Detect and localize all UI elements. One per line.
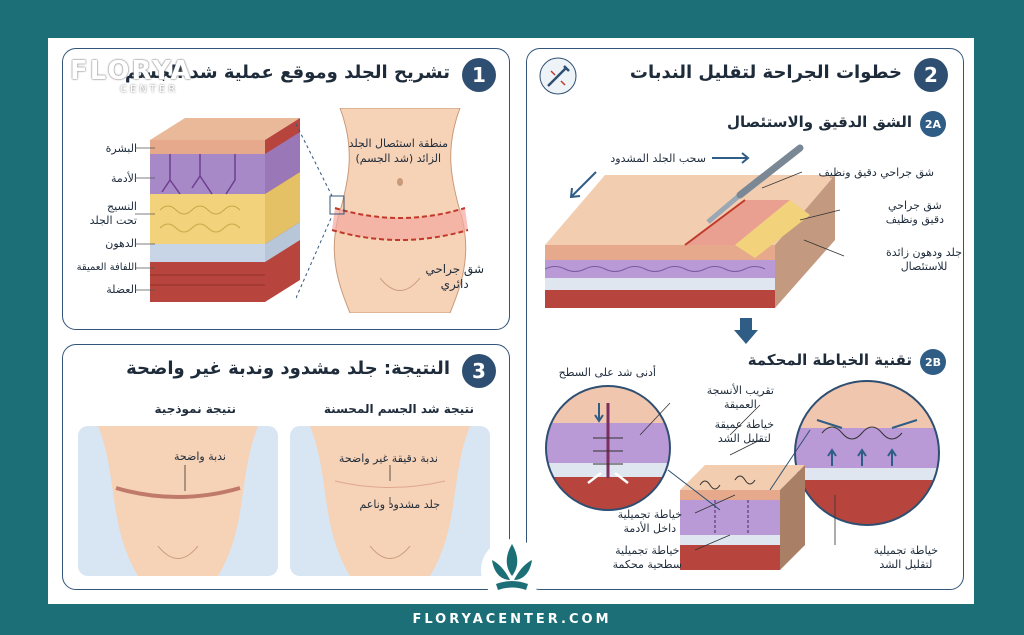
step-number-3: 3 <box>462 354 496 388</box>
typical-scar-label: ندبة واضحة <box>174 450 226 463</box>
surface-tension-detail <box>545 385 671 511</box>
improved-result-title: نتيجة شد الجسم المحسنة <box>323 402 474 416</box>
detail-connector-lines <box>667 429 811 511</box>
zoom-guide-lines <box>296 123 333 299</box>
scalpel-icon <box>539 57 577 95</box>
skin-layers-block <box>150 118 300 302</box>
pull-arrows <box>569 152 750 199</box>
panel3-title: النتيجة: جلد مشدود وندبة غير واضحة <box>126 358 450 379</box>
panel2-title: خطوات الجراحة لتقليل الندبات <box>629 62 902 83</box>
layer-pointer-lines <box>135 147 155 291</box>
layer-label-fascia: اللفافة العميقة <box>76 262 137 273</box>
lotus-logo-icon <box>481 539 543 601</box>
step-number-1: 1 <box>462 58 496 92</box>
typical-result-title: نتيجة نموذجية <box>154 402 236 416</box>
improved-skin-label: جلد مشدود وناعم <box>359 498 440 511</box>
min-tension-label: أدنى شد على السطح <box>558 366 656 379</box>
incision-pointer-lines <box>761 171 845 257</box>
typical-pointer-line <box>184 465 186 491</box>
step-2b-badge: 2B <box>920 349 946 375</box>
down-arrow <box>734 318 758 344</box>
deep-suture-detail <box>794 380 940 526</box>
incision-block-illustration <box>545 175 835 308</box>
layer-label-dermis: الأدمة <box>110 172 137 185</box>
logo-subtext: CENTER <box>120 84 179 95</box>
suture-pointer-lines <box>639 402 836 551</box>
step-2a-badge: 2A <box>920 111 946 137</box>
step-2a-title: الشق الدقيق والاستئصال <box>727 113 912 131</box>
step-number-2: 2 <box>914 58 948 92</box>
step-2b-title: تقنية الخياطة المحكمة <box>747 351 912 369</box>
footer-url: FLORYACENTER.COM <box>412 612 612 627</box>
layer-label-fat: الدهون <box>105 237 137 250</box>
improved-scar-label: ندبة دقيقة غير واضحة <box>338 452 438 465</box>
panel1-title: تشريح الجلد وموقع عملية شد الجسم <box>124 62 450 83</box>
result-pointer-lines <box>389 465 391 505</box>
typical-result-illustration <box>78 426 278 576</box>
scalpel-tool <box>706 144 804 224</box>
layer-label-muscle: العضلة <box>106 283 137 296</box>
logo-text: FLORYA <box>70 56 193 86</box>
pull-skin-label: سحب الجلد المشدود <box>610 152 706 165</box>
clean-incision-label-top: شق جراحي دقيق ونظيف <box>818 166 934 179</box>
torso-illustration <box>329 108 469 313</box>
layer-label-epidermis: البشرة <box>105 142 137 155</box>
